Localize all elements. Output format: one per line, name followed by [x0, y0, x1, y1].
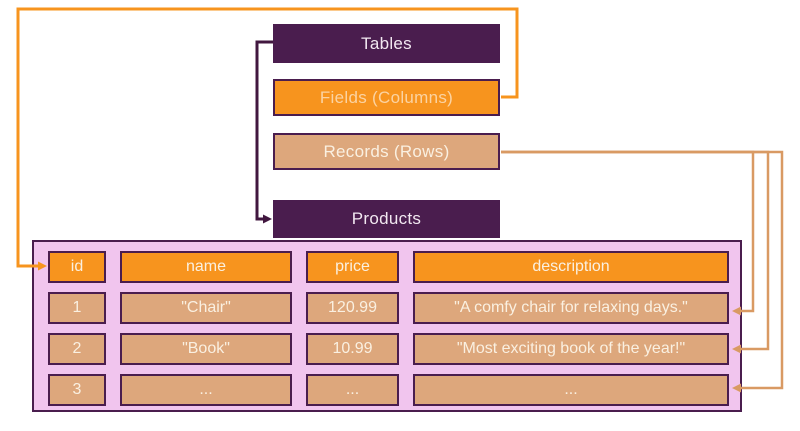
products-table-container: id name price description 1 "Chair" 120.…: [32, 240, 742, 412]
row1-description-cell: "A comfy chair for relaxing days.": [413, 292, 729, 324]
column-header-name: name: [120, 251, 292, 283]
row3-name-cell: ...: [120, 374, 292, 406]
column-header-description: description: [413, 251, 729, 283]
tables-concept-box: Tables: [273, 24, 500, 63]
column-header-id: id: [48, 251, 106, 283]
fields-concept-box: Fields (Columns): [273, 79, 500, 116]
row3-description-cell: ...: [413, 374, 729, 406]
row1-id-cell: 1: [48, 292, 106, 324]
records-concept-box: Records (Rows): [273, 133, 500, 170]
products-table-title-box: Products: [273, 200, 500, 238]
row3-price-cell: ...: [306, 374, 399, 406]
column-header-price: price: [306, 251, 399, 283]
row1-price-cell: 120.99: [306, 292, 399, 324]
row2-price-cell: 10.99: [306, 333, 399, 365]
row1-name-cell: "Chair": [120, 292, 292, 324]
row2-id-cell: 2: [48, 333, 106, 365]
row3-id-cell: 3: [48, 374, 106, 406]
connector-tables-to-products: [255, 40, 273, 224]
row2-name-cell: "Book": [120, 333, 292, 365]
row2-description-cell: "Most exciting book of the year!": [413, 333, 729, 365]
products-table-grid: id name price description 1 "Chair" 120.…: [48, 251, 740, 406]
